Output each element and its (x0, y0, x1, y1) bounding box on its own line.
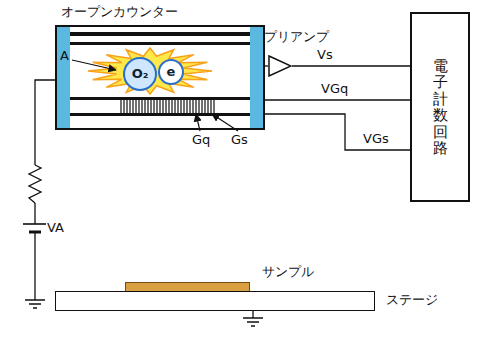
counter-end-cap (250, 25, 265, 130)
electrode-bar (70, 42, 250, 45)
ground-symbol (243, 311, 263, 326)
electrode-bar (70, 97, 250, 100)
signal-name: Vs (316, 48, 334, 63)
oxygen-molecule: O₂ (123, 57, 157, 91)
grid-coil (120, 100, 215, 113)
signal-wire (292, 65, 410, 66)
node-label: 電子計数回路 (433, 58, 448, 157)
resistor-symbol (29, 165, 41, 203)
leader-arrow (72, 60, 116, 70)
grid-label: Gq (191, 133, 211, 148)
signal-wire (265, 114, 410, 150)
ionization-burst (88, 48, 212, 94)
amplifier-symbol (268, 55, 292, 77)
signal-name: VGs (362, 132, 390, 147)
counter-housing: オープンカウンターO₂e (55, 25, 265, 130)
stage: ステージ (55, 291, 375, 311)
electrode-bar (70, 32, 250, 36)
grid-label: Gs (230, 133, 249, 148)
counting-circuit-box: 電子計数回路 (410, 12, 470, 202)
node-label: オープンカウンター (61, 5, 178, 20)
node-label: サンプル (262, 265, 314, 280)
signal-name: VGq (320, 82, 349, 97)
node-label: e (167, 65, 176, 80)
node-label: プリアンプ (264, 30, 329, 45)
electrode-bar (70, 113, 250, 116)
ground-symbol (25, 300, 45, 308)
signal-wire (265, 65, 268, 66)
preamp-triangle: プリアンプ (268, 55, 292, 77)
node-label: ステージ (386, 293, 438, 308)
signal-wire (265, 99, 410, 100)
voltage-label: VA (46, 221, 65, 236)
anode-label: A (59, 49, 70, 64)
battery-symbol (29, 231, 41, 234)
amplifier-outline (269, 56, 291, 76)
counter-end-cap (55, 25, 70, 130)
node-label: O₂ (132, 67, 149, 82)
electron: e (158, 59, 184, 85)
battery-symbol (23, 223, 47, 225)
